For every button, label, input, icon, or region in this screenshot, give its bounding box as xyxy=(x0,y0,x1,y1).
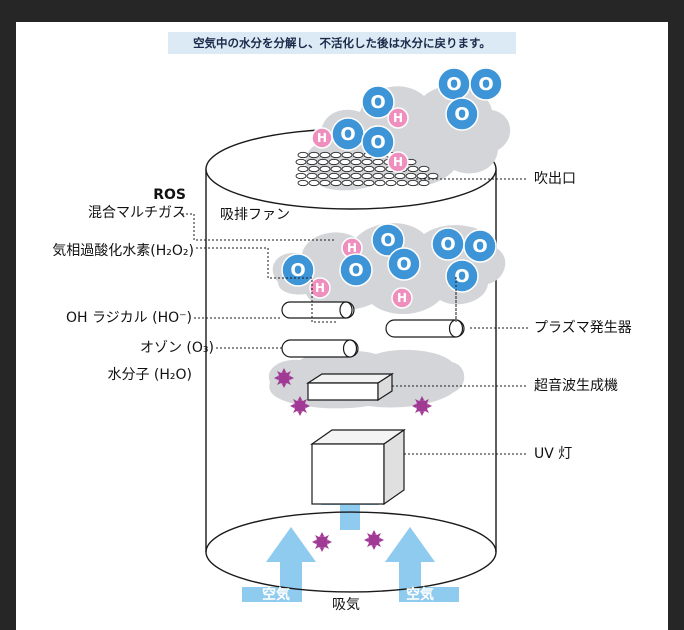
label-ozone: オゾン (O₃) xyxy=(139,340,214,356)
svg-text:O: O xyxy=(370,92,385,113)
hydrogen-atom: H xyxy=(391,287,413,309)
hydrogen-atom: H xyxy=(309,277,331,299)
oxygen-atom: O xyxy=(445,259,479,293)
svg-text:O: O xyxy=(454,266,469,287)
svg-text:O: O xyxy=(446,74,461,95)
microbe-icon xyxy=(290,396,310,416)
label-h2o2: 気相過酸化水素(H₂O₂) xyxy=(52,243,194,259)
svg-text:O: O xyxy=(370,132,385,153)
uv-lamp-cube xyxy=(310,428,406,506)
svg-text:H: H xyxy=(393,111,403,125)
label-intake: 吸気 xyxy=(332,597,360,613)
oxygen-atom: O xyxy=(281,253,315,287)
label-ultrasonic: 超音波生成機 xyxy=(534,378,618,394)
oxygen-atom: O xyxy=(431,227,465,261)
diagram-canvas: 空気中の水分を分解し、不活化した後は水分に戻ります。 xyxy=(16,22,668,630)
oxygen-atom: O xyxy=(339,253,373,287)
oxygen-atom: O xyxy=(371,223,405,257)
hydrogen-atom: H xyxy=(387,107,409,129)
svg-text:H: H xyxy=(347,241,357,255)
hydrogen-atom: H xyxy=(311,127,333,149)
cylinder-bottom-back xyxy=(205,511,497,553)
label-outlet: 吹出口 xyxy=(534,171,576,187)
svg-text:O: O xyxy=(340,124,355,145)
plasma-tubes xyxy=(281,301,465,358)
hydrogen-atom: H xyxy=(387,151,409,173)
cylinder-bottom-front xyxy=(205,551,497,593)
svg-text:O: O xyxy=(348,260,363,281)
tube-ozone xyxy=(281,339,359,358)
leader-mixed-gas xyxy=(182,213,336,241)
diagram-caption: 空気中の水分を分解し、不活化した後は水分に戻ります。 xyxy=(168,32,516,54)
label-uv: UV 灯 xyxy=(534,446,573,462)
svg-text:O: O xyxy=(454,104,469,125)
label-water: 水分子 (H₂O) xyxy=(107,367,192,383)
left-intake-arrow xyxy=(242,527,316,602)
tube-oh xyxy=(281,301,355,319)
microbe-icon xyxy=(364,530,384,550)
svg-text:O: O xyxy=(380,230,395,251)
label-fan: 吸排ファン xyxy=(220,207,290,223)
oxygen-atom: O xyxy=(445,97,479,131)
svg-text:O: O xyxy=(478,74,493,95)
hydrogen-atom: H xyxy=(341,237,363,259)
label-plasma: プラズマ発生器 xyxy=(534,320,632,336)
label-ros: ROS xyxy=(153,187,186,203)
microbe-icon xyxy=(274,368,294,388)
svg-text:O: O xyxy=(440,234,455,255)
leader-lines xyxy=(182,178,528,455)
right-intake-arrow xyxy=(385,527,459,602)
svg-text:H: H xyxy=(315,281,325,295)
svg-text:H: H xyxy=(317,131,327,145)
oxygen-atom: O xyxy=(331,117,365,151)
label-oh-radical: OH ラジカル (HO⁻) xyxy=(65,310,192,326)
oxygen-atom: O xyxy=(437,67,471,101)
svg-text:O: O xyxy=(396,254,411,275)
label-mixed-gas: 混合マルチガス xyxy=(88,205,186,221)
oxygen-atom: O xyxy=(469,67,503,101)
oxygen-atom: O xyxy=(463,229,497,263)
leader-h2o2 xyxy=(196,247,338,323)
oxygen-atom: O xyxy=(387,247,421,281)
oxygen-atom: O xyxy=(361,85,395,119)
svg-text:O: O xyxy=(290,260,305,281)
tube-plasma xyxy=(385,319,465,338)
label-air-left: 空気 xyxy=(262,587,290,603)
label-air-right: 空気 xyxy=(406,587,434,603)
svg-text:H: H xyxy=(397,291,407,305)
ultrasonic-box xyxy=(305,372,395,402)
oxygen-atom: O xyxy=(361,125,395,159)
microbe-icon xyxy=(312,532,332,552)
svg-text:H: H xyxy=(393,155,403,169)
microbes xyxy=(274,368,432,552)
microbe-icon xyxy=(412,396,432,416)
svg-text:O: O xyxy=(472,236,487,257)
